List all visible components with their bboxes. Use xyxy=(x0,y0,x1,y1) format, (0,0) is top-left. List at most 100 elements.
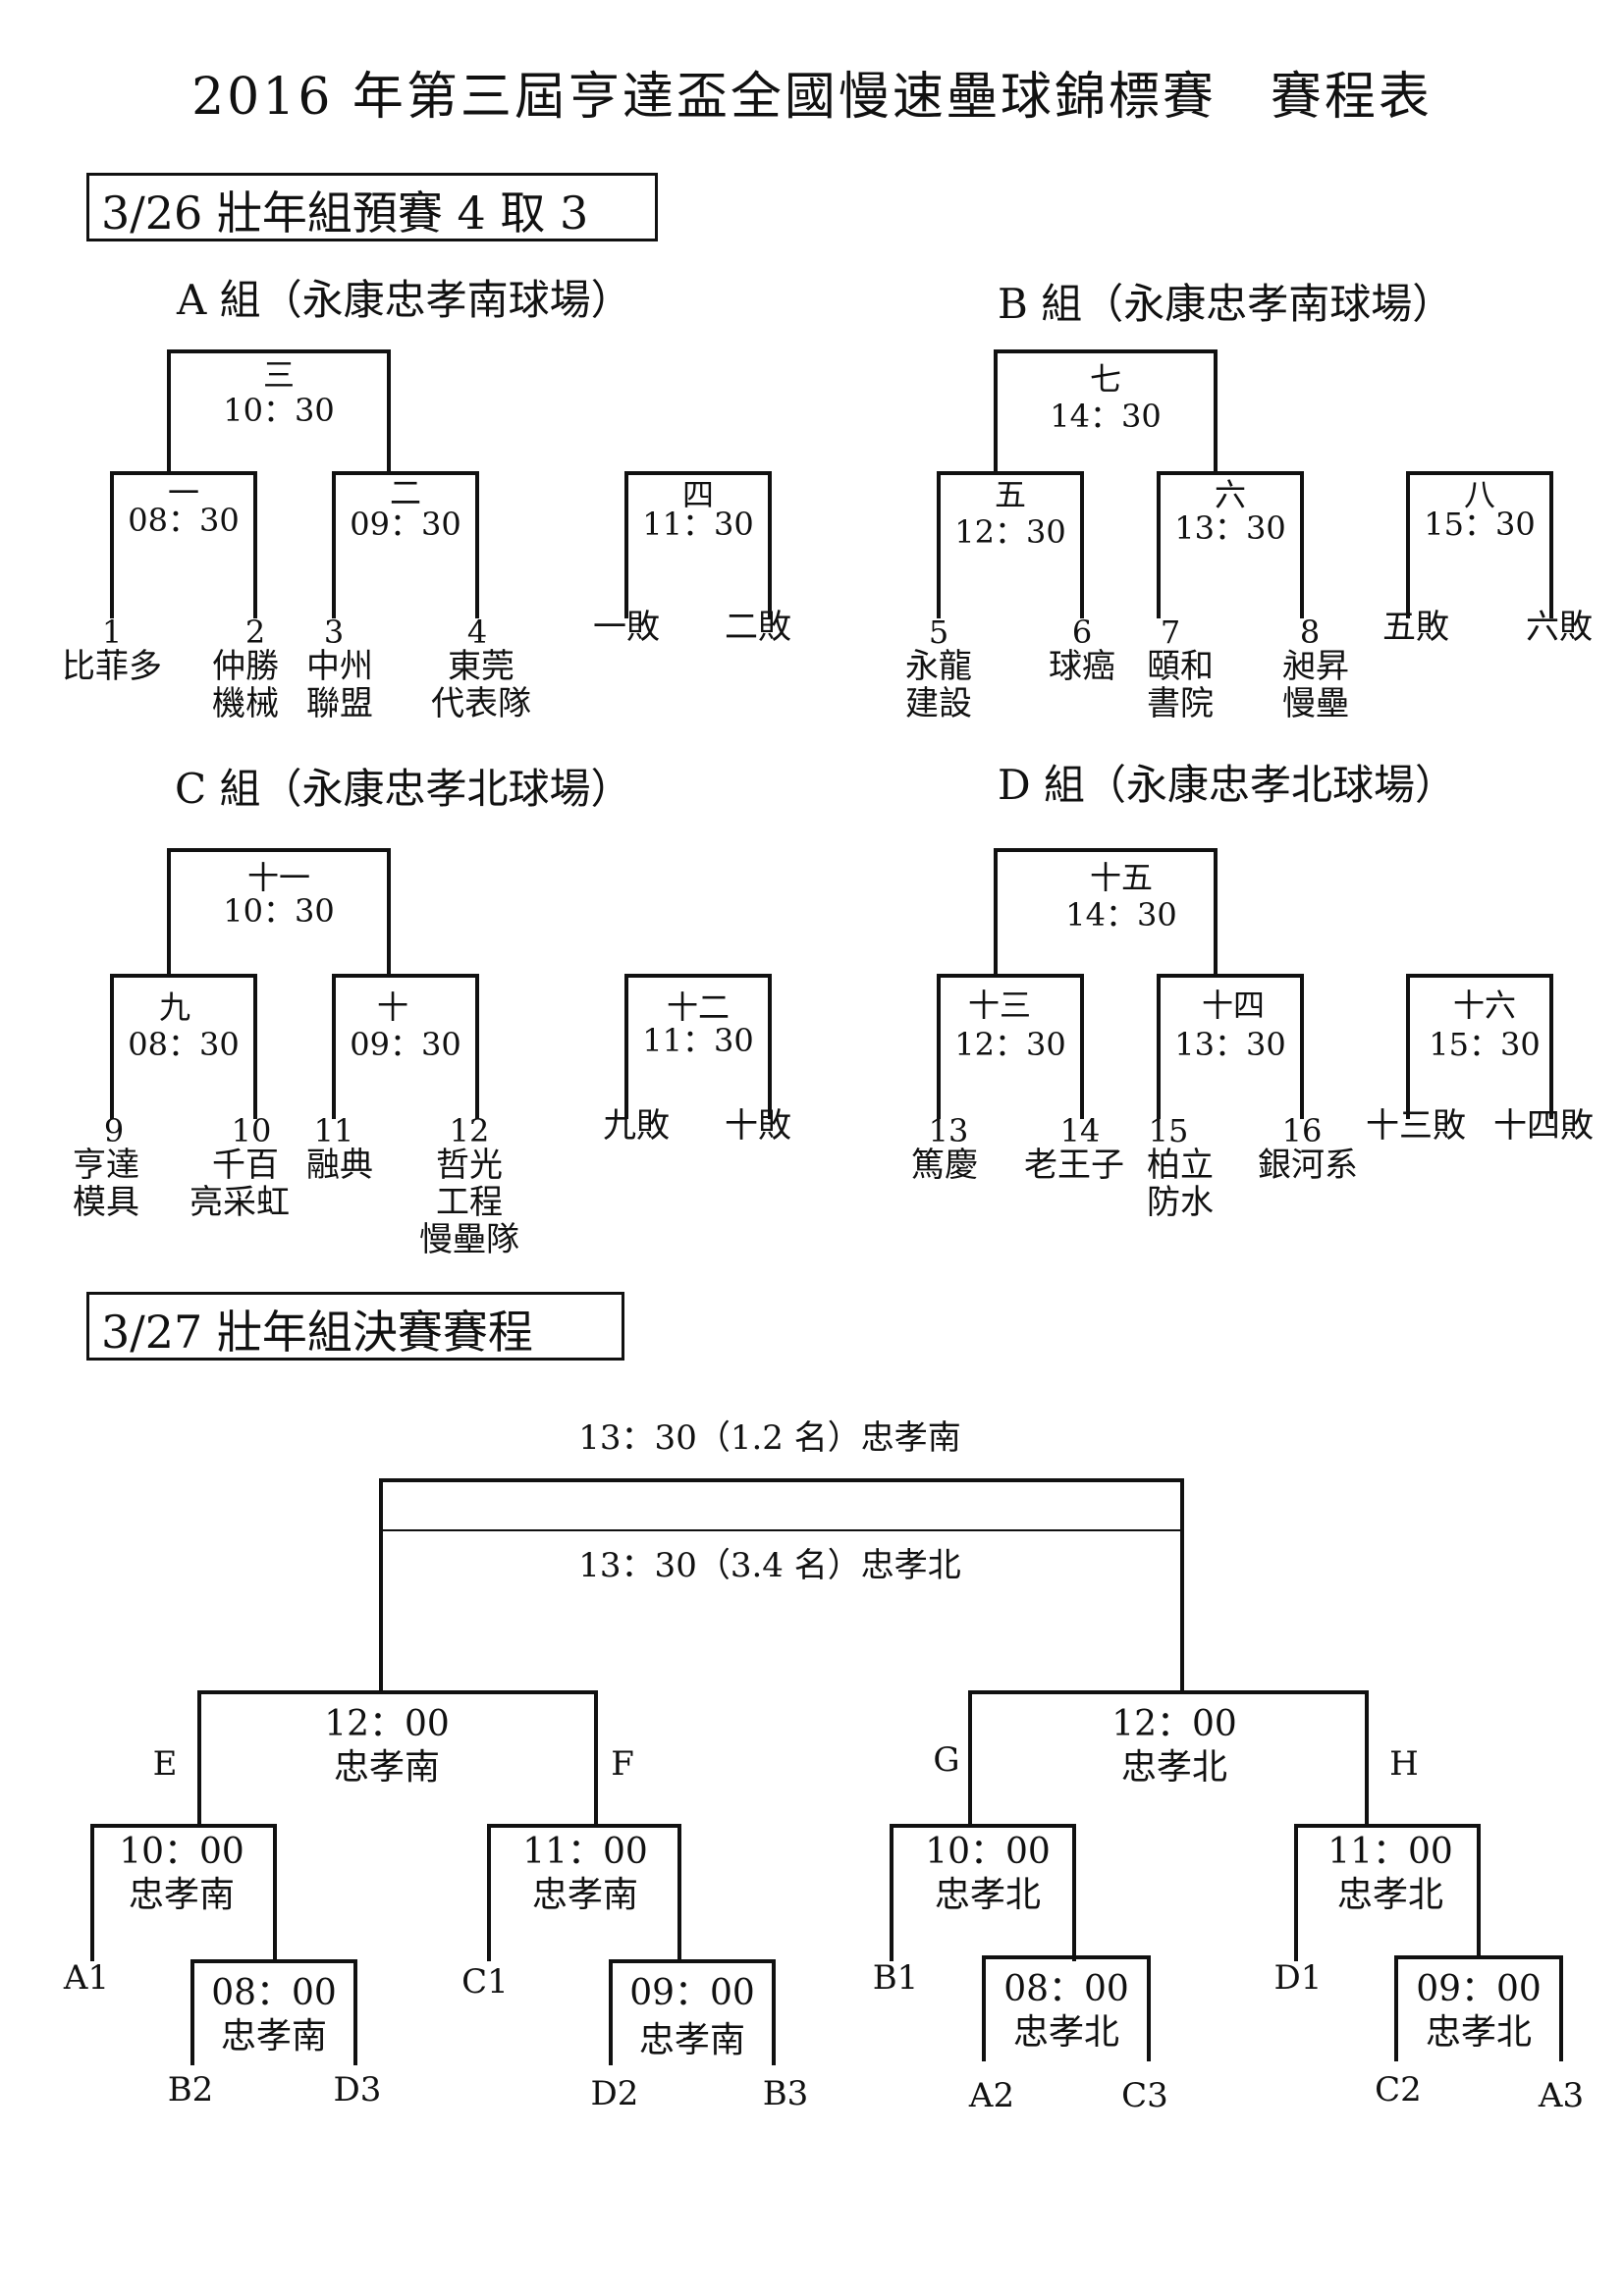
team-name: 中州 xyxy=(306,647,373,686)
game-a-2-time: 09：30 xyxy=(350,506,461,543)
seed-slot: D2 xyxy=(590,2074,639,2113)
team-name: 書院 xyxy=(1147,684,1214,723)
loser-slot: 十敗 xyxy=(725,1106,791,1146)
first-round-field: 忠孝南 xyxy=(638,2020,746,2060)
game-b-5-no: 五 xyxy=(994,476,1027,513)
quarter-field: 忠孝南 xyxy=(128,1875,236,1915)
game-a-1-time: 08：30 xyxy=(128,502,240,539)
team-seed: 1 xyxy=(101,614,123,651)
game-c-11-time: 10：30 xyxy=(223,892,335,930)
team-name: 老王子 xyxy=(1024,1146,1124,1185)
semi-time: 12：00 xyxy=(324,1704,450,1744)
loser-slot: 十四敗 xyxy=(1493,1106,1594,1146)
first-round-time: 09：00 xyxy=(629,1973,755,2013)
game-d-16-no: 十六 xyxy=(1452,987,1517,1024)
loser-slot: 二敗 xyxy=(725,608,791,647)
team-name: 防水 xyxy=(1147,1183,1214,1222)
game-d-14-no: 十四 xyxy=(1201,987,1266,1024)
team-name: 機械 xyxy=(212,684,279,723)
team-name: 昶昇 xyxy=(1282,647,1349,686)
group-a-heading: A 組（永康忠孝南球場） xyxy=(177,276,632,324)
bracket-letter: E xyxy=(152,1744,178,1784)
team-name: 哲光 xyxy=(436,1146,503,1185)
team-name: 東莞 xyxy=(448,647,514,686)
team-seed: 2 xyxy=(244,614,266,651)
team-name: 建設 xyxy=(905,684,972,723)
game-a-4-no: 四 xyxy=(681,476,715,513)
seed-slot: B2 xyxy=(167,2070,214,2109)
team-name: 工程 xyxy=(436,1183,503,1222)
team-seed: 11 xyxy=(313,1112,354,1149)
team-name: 比菲多 xyxy=(62,647,162,686)
team-seed: 8 xyxy=(1299,614,1321,651)
game-b-6-no: 六 xyxy=(1214,476,1247,513)
first-round-time: 08：00 xyxy=(211,1973,337,2013)
team-name: 慢壘隊 xyxy=(419,1220,519,1259)
team-name: 聯盟 xyxy=(306,684,373,723)
loser-slot: 一敗 xyxy=(593,608,660,647)
game-c-9-no: 九 xyxy=(158,988,191,1026)
team-seed: 9 xyxy=(103,1112,125,1149)
championship-game: 13：30（1.2 名）忠孝南 xyxy=(578,1418,961,1458)
team-name: 融典 xyxy=(306,1146,373,1185)
quarter-field: 忠孝南 xyxy=(531,1875,639,1915)
game-d-15-no: 十五 xyxy=(1089,859,1154,896)
game-a-4-time: 11：30 xyxy=(642,506,754,543)
team-name: 柏立 xyxy=(1147,1146,1214,1185)
loser-slot: 五敗 xyxy=(1382,608,1449,647)
quarter-field: 忠孝北 xyxy=(934,1875,1042,1915)
third-place-game: 13：30（3.4 名）忠孝北 xyxy=(578,1546,961,1585)
team-name: 模具 xyxy=(73,1183,139,1222)
team-seed: 13 xyxy=(928,1112,969,1149)
game-d-14-time: 13：30 xyxy=(1174,1026,1286,1063)
game-c-10-time: 09：30 xyxy=(350,1026,461,1063)
team-name: 亨達 xyxy=(73,1146,139,1185)
team-name: 仲勝 xyxy=(212,647,279,686)
team-seed: 12 xyxy=(449,1112,490,1149)
team-name: 代表隊 xyxy=(431,684,531,723)
seed-slot: C1 xyxy=(461,1962,509,2002)
game-d-16-time: 15：30 xyxy=(1429,1026,1541,1063)
quarter-field: 忠孝北 xyxy=(1336,1875,1444,1915)
game-c-10-no: 十 xyxy=(376,988,409,1026)
game-a-2-no: 二 xyxy=(389,474,422,511)
game-d-15-time: 14：30 xyxy=(1065,896,1177,934)
group-c-heading: C 組（永康忠孝北球場） xyxy=(175,765,632,813)
game-c-12-no: 十二 xyxy=(666,988,731,1026)
bracket-letter: G xyxy=(933,1740,960,1780)
game-b-7-time: 14：30 xyxy=(1050,398,1162,435)
loser-slot: 九敗 xyxy=(603,1106,670,1146)
seed-slot: D3 xyxy=(333,2070,382,2109)
seed-slot: A3 xyxy=(1538,2076,1585,2115)
team-name: 千百 xyxy=(212,1146,279,1185)
game-d-13-time: 12：30 xyxy=(954,1026,1066,1063)
loser-slot: 六敗 xyxy=(1526,608,1593,647)
seed-slot: A2 xyxy=(968,2076,1015,2115)
team-name: 永龍 xyxy=(905,647,972,686)
team-name: 球癌 xyxy=(1049,647,1115,686)
game-b-6-time: 13：30 xyxy=(1174,509,1286,547)
game-a-3-no: 三 xyxy=(262,356,296,394)
seed-slot: D1 xyxy=(1273,1958,1323,1998)
semi-field: 忠孝北 xyxy=(1120,1747,1228,1788)
first-round-time: 08：00 xyxy=(1003,1969,1129,2009)
bracket-letter: H xyxy=(1389,1744,1419,1784)
team-seed: 15 xyxy=(1148,1112,1189,1149)
page-title: 2016 年第三屆亨達盃全國慢速壘球錦標賽 賽程表 xyxy=(191,68,1433,127)
game-c-11-no: 十一 xyxy=(246,859,311,896)
game-c-12-time: 11：30 xyxy=(642,1022,754,1059)
team-seed: 16 xyxy=(1281,1112,1323,1149)
quarter-time: 10：00 xyxy=(925,1832,1051,1872)
quarter-time: 11：00 xyxy=(522,1832,648,1872)
team-seed: 14 xyxy=(1059,1112,1101,1149)
first-round-field: 忠孝北 xyxy=(1012,2012,1120,2053)
team-name: 亮采虹 xyxy=(189,1183,290,1222)
first-round-time: 09：00 xyxy=(1416,1969,1542,2009)
prelim-label: 3/26 壯年組預賽 4 取 3 xyxy=(86,173,658,241)
game-b-5-time: 12：30 xyxy=(954,513,1066,551)
seed-slot: B1 xyxy=(872,1958,919,1998)
quarter-time: 10：00 xyxy=(119,1832,244,1872)
team-seed: 7 xyxy=(1160,614,1181,651)
team-seed: 5 xyxy=(928,614,949,651)
group-d-heading: D 組（永康忠孝北球場） xyxy=(998,761,1457,809)
